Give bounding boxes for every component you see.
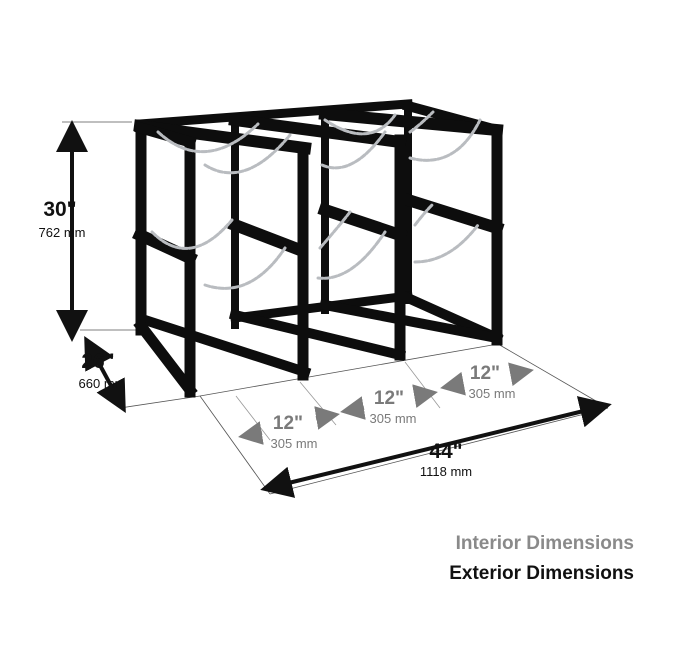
bay-2-arrow-left bbox=[340, 396, 366, 420]
height-inches-label: 30" bbox=[43, 198, 76, 221]
depth-inches-label: 26" bbox=[81, 350, 114, 373]
exterior-arrows bbox=[56, 120, 612, 498]
width-arrow bbox=[260, 396, 612, 498]
interior-dimensions-legend: Interior Dimensions bbox=[455, 533, 634, 554]
exterior-dimensions-legend: Exterior Dimensions bbox=[449, 563, 634, 584]
bay-2-arrow-right bbox=[412, 384, 438, 408]
bay-1-mm-label: 305 mm bbox=[271, 436, 318, 451]
bay-3-inches-label: 12" bbox=[470, 363, 500, 384]
bay-3-arrow-left bbox=[440, 371, 466, 396]
bay-1-arrow-left bbox=[238, 421, 264, 445]
interior-arrows bbox=[238, 362, 534, 445]
width-inches-label: 44" bbox=[429, 440, 462, 463]
bay-1-arrow-right bbox=[314, 406, 340, 430]
bay-3-arrow-right bbox=[508, 362, 534, 387]
bay-2-mm-label: 305 mm bbox=[370, 411, 417, 426]
height-mm-label: 762 mm bbox=[39, 225, 86, 240]
depth-mm-label: 660 mm bbox=[79, 376, 126, 391]
depth-arrow bbox=[84, 335, 126, 414]
bay-3-mm-label: 305 mm bbox=[469, 386, 516, 401]
chains bbox=[150, 110, 482, 290]
bay-2-inches-label: 12" bbox=[374, 388, 404, 409]
width-mm-label: 1118 mm bbox=[420, 464, 472, 479]
rack-frame bbox=[132, 99, 505, 398]
bay-1-inches-label: 12" bbox=[273, 413, 303, 434]
